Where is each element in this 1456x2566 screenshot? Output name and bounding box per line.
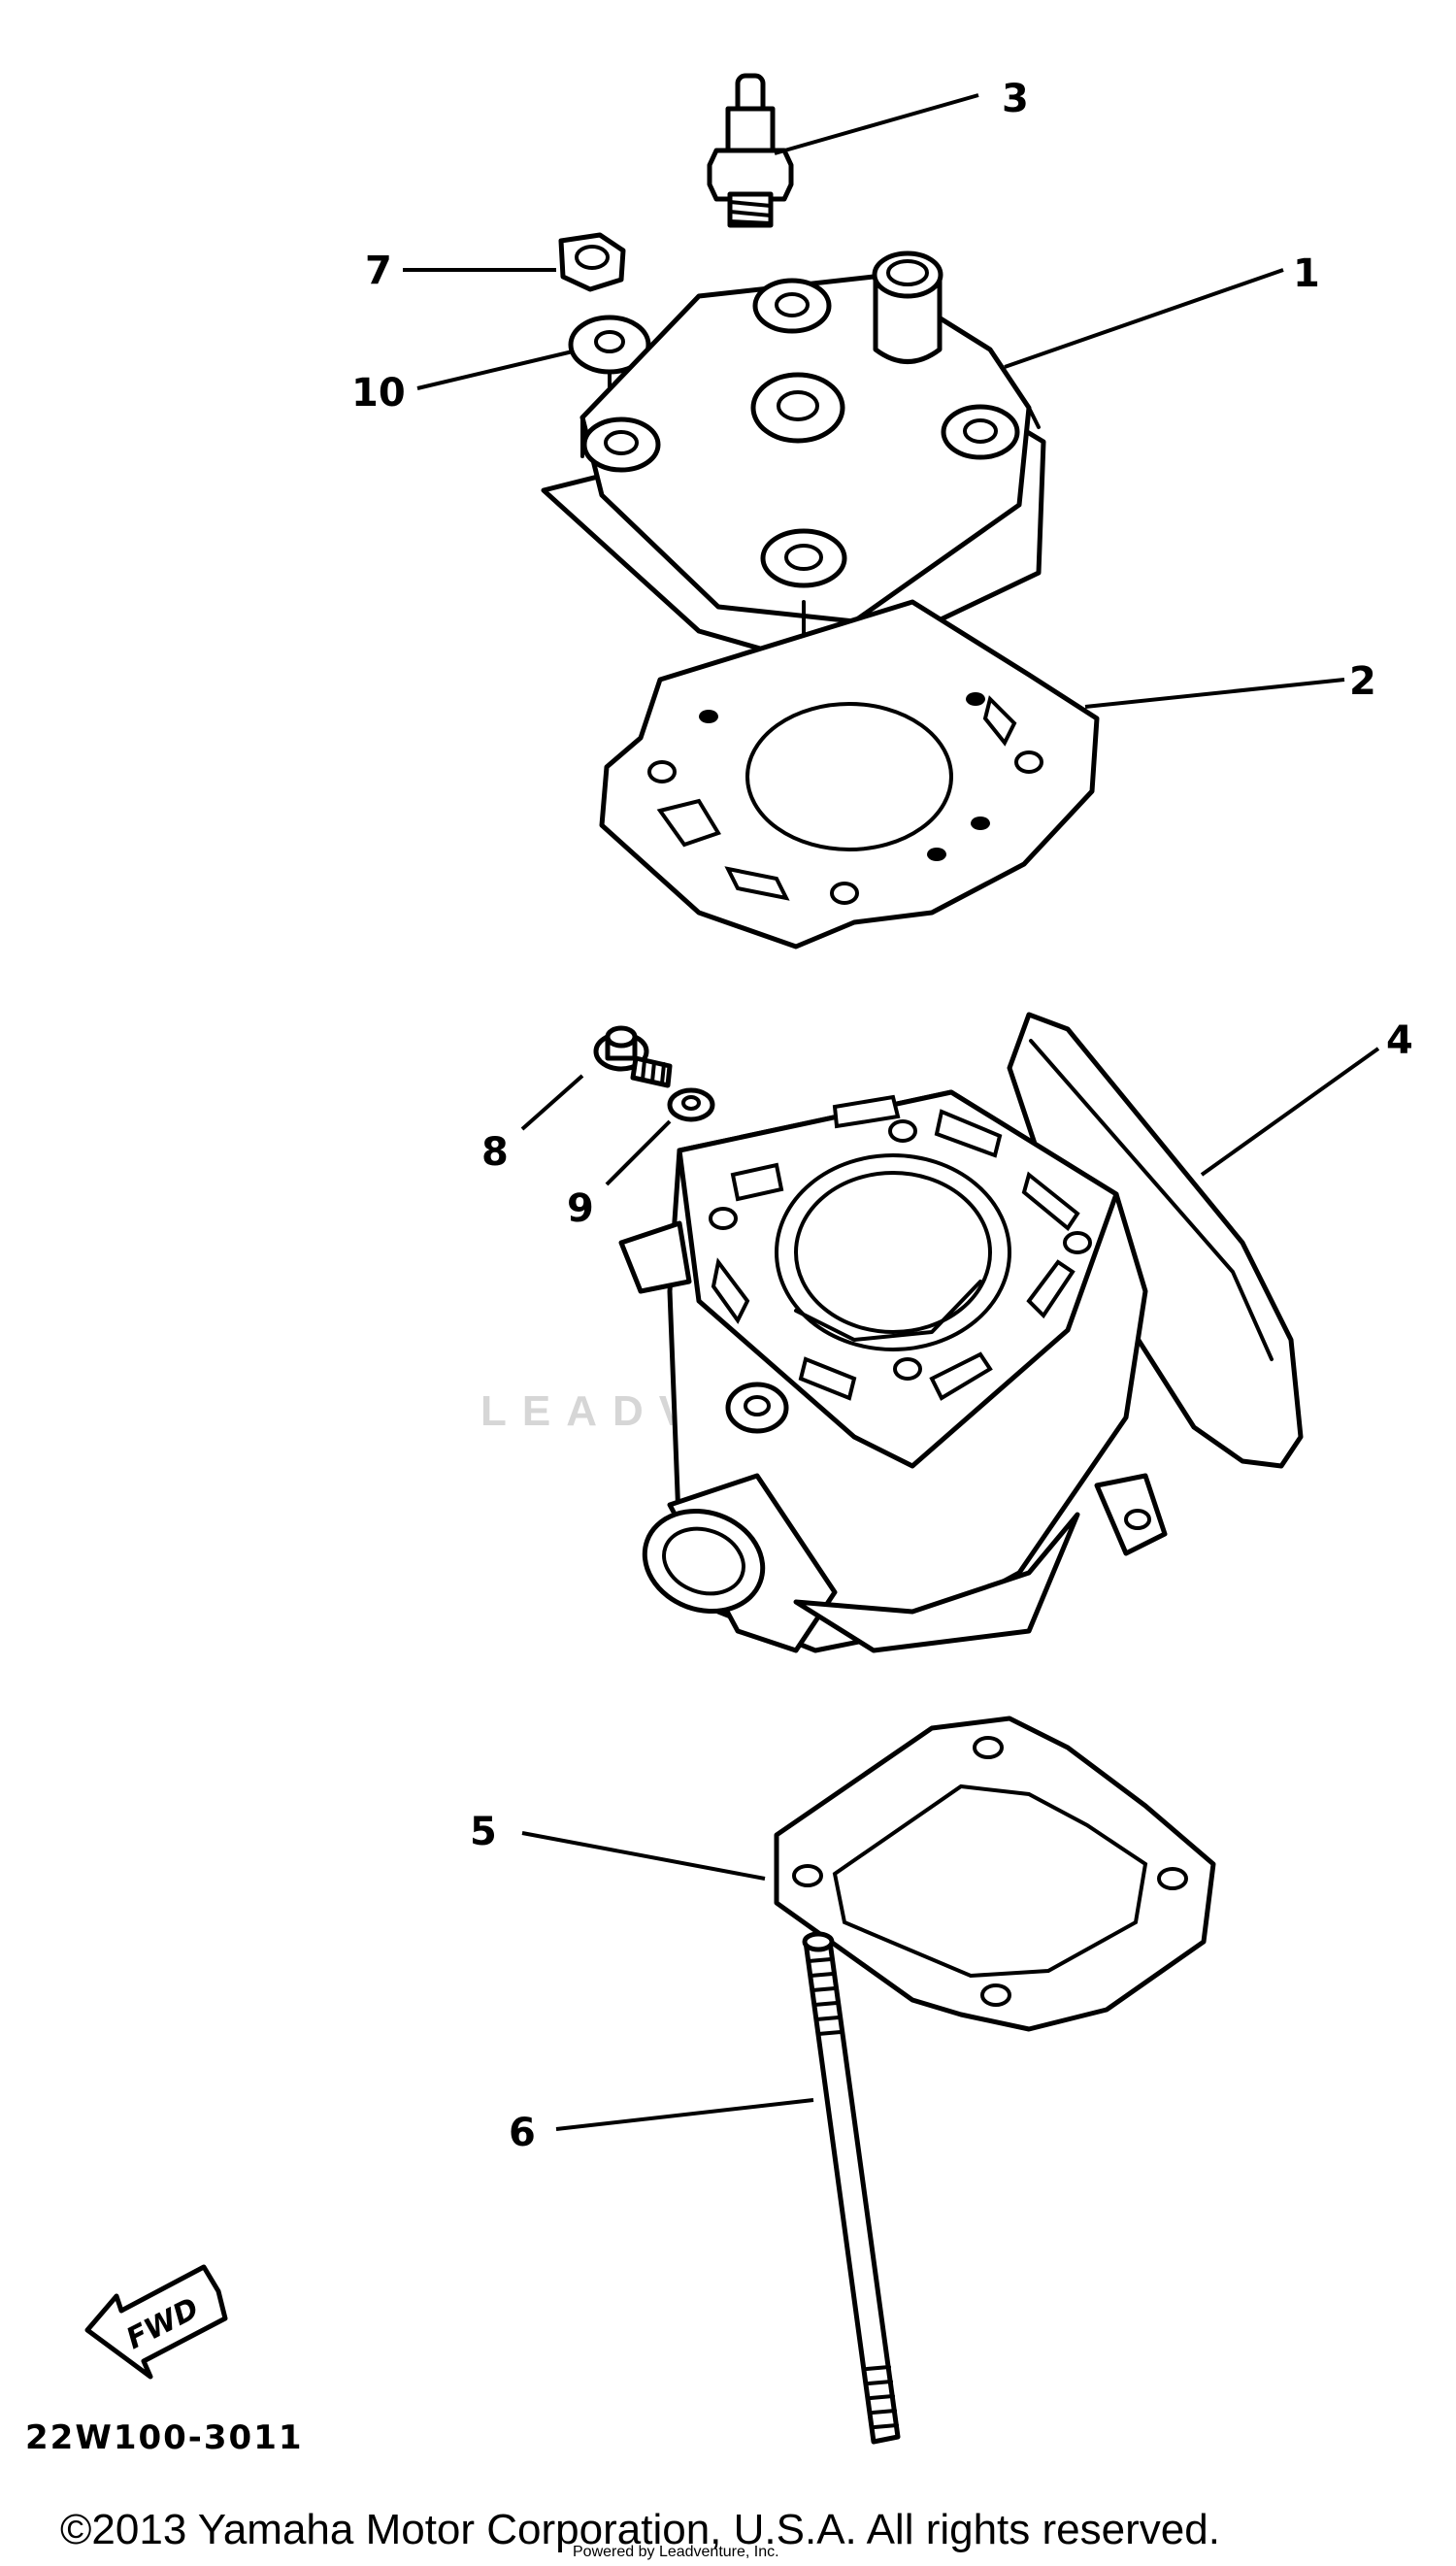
callout-1[interactable]: 1	[1293, 251, 1320, 296]
drawing-code: 22W100-3011	[25, 2418, 304, 2457]
forward-arrow-icon: FWD	[84, 2264, 228, 2380]
callout-labels: 1 2 3 4 5 6 7 8 9 10	[351, 77, 1413, 2155]
callout-6[interactable]: 6	[509, 2111, 536, 2155]
cylinder-head-gasket[interactable]	[599, 599, 1100, 950]
flange-bolt[interactable]	[593, 1025, 673, 1088]
copyright-notice: ©2013 Yamaha Motor Corporation, U.S.A. A…	[60, 2506, 1220, 2553]
cylinder-head-nut[interactable]	[558, 232, 626, 292]
cylinder[interactable]	[618, 1012, 1304, 1653]
callout-2[interactable]: 2	[1349, 659, 1376, 704]
washer[interactable]	[568, 315, 651, 419]
callout-10[interactable]: 10	[351, 371, 406, 416]
callout-4[interactable]: 4	[1386, 1018, 1413, 1063]
cylinder-base-gasket[interactable]	[774, 1716, 1216, 2032]
leader-lines	[403, 93, 1380, 2131]
callout-5[interactable]: 5	[470, 1810, 497, 1854]
plain-washer[interactable]	[667, 1087, 715, 1122]
stud-bolt[interactable]	[802, 1931, 901, 2445]
callout-7[interactable]: 7	[365, 249, 392, 293]
powered-by-credit: Powered by Leadventure, Inc.	[573, 2544, 779, 2560]
spark-plug[interactable]	[707, 73, 794, 228]
callout-9[interactable]: 9	[567, 1186, 594, 1231]
callout-3[interactable]: 3	[1002, 77, 1029, 121]
callout-8[interactable]: 8	[481, 1130, 509, 1175]
